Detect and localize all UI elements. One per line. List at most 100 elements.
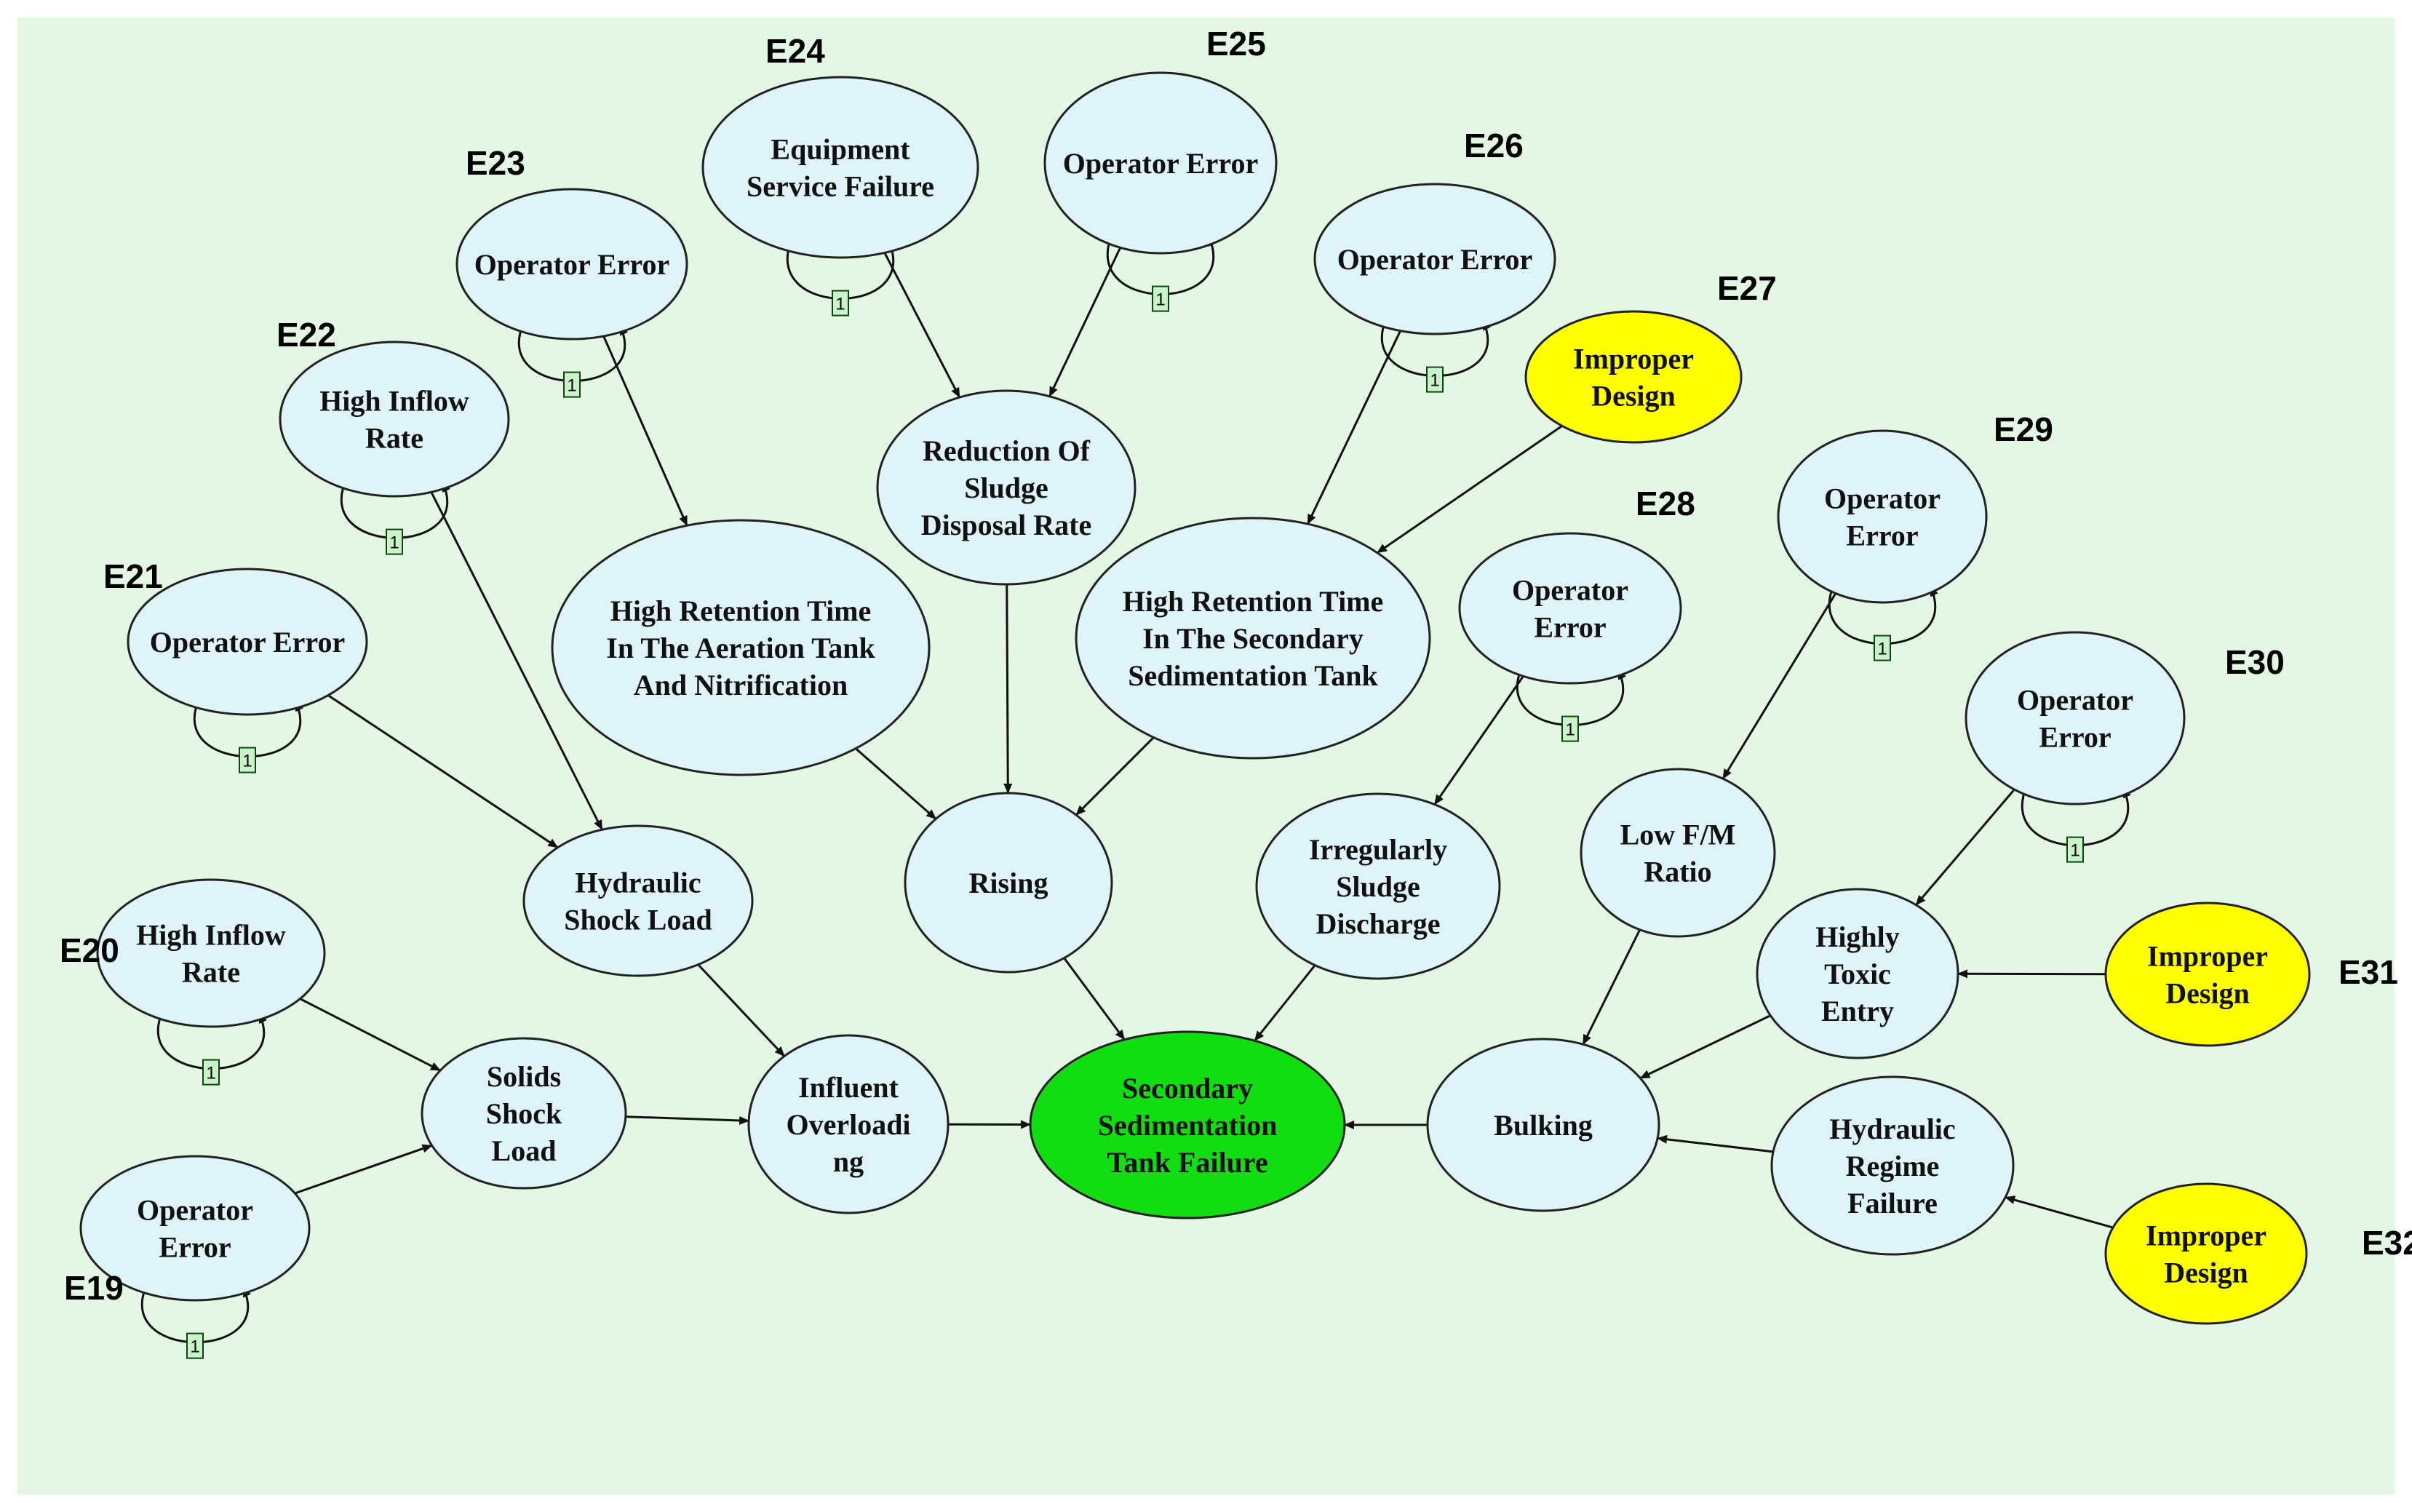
edge-e24-to-sludge_rate: [883, 252, 961, 398]
event-label-e26: E26: [1464, 127, 1524, 164]
event-label-e21: E21: [103, 557, 163, 595]
node-label: Operator Error: [150, 626, 345, 658]
loop-badge: 1: [1561, 715, 1579, 742]
node-label: Bulking: [1494, 1109, 1593, 1142]
svg-text:1: 1: [1565, 720, 1575, 740]
node-e26: Operator Error: [1313, 183, 1556, 335]
node-rising: Rising: [904, 792, 1113, 974]
node-ellipse: [2104, 902, 2311, 1047]
node-label: Operator Error: [1063, 147, 1258, 180]
node-ellipse: [96, 878, 326, 1028]
loop-badge: 1: [186, 1332, 204, 1359]
node-ellipse: [1029, 1030, 1346, 1219]
node-ellipse: [2104, 1182, 2308, 1325]
loop-badge: 1: [239, 747, 256, 773]
event-label-e29: E29: [1994, 410, 2053, 448]
edge-e32-to-regime: [2005, 1195, 2114, 1229]
node-ellipse: [1756, 888, 1959, 1059]
svg-text:1: 1: [1430, 371, 1439, 391]
node-ellipse: [551, 519, 931, 776]
node-ellipse: [747, 1034, 950, 1214]
node-label: Rising: [969, 867, 1048, 899]
node-label: Operator Error: [474, 248, 669, 281]
event-label-e25: E25: [1206, 25, 1266, 63]
edge-e19-to-solids: [294, 1144, 433, 1195]
edge-e23-to-aeration: [602, 335, 688, 527]
loop-badge: 1: [1426, 366, 1444, 393]
node-e25: Operator Error: [1043, 71, 1278, 255]
edge-e21-to-hydraulic: [327, 694, 559, 849]
edge-e27-to-secondary: [1377, 425, 1563, 554]
svg-text:1: 1: [567, 376, 576, 396]
node-bulking: Bulking: [1426, 1038, 1660, 1212]
loop-badge: 1: [563, 371, 581, 398]
edge-e25-to-sludge_rate: [1048, 247, 1122, 397]
event-label-e28: E28: [1636, 485, 1695, 522]
node-ellipse: [1524, 310, 1743, 444]
node-e23: Operator Error: [455, 188, 688, 341]
loop-badge: 1: [202, 1059, 220, 1086]
edge-e29-to-lowfm: [1722, 592, 1837, 780]
node-ellipse: [79, 1155, 311, 1302]
svg-text:1: 1: [2070, 841, 2079, 861]
node-e21: Operator Error: [127, 568, 368, 716]
loop-badge: 1: [1874, 634, 1891, 661]
node-ellipse: [1043, 71, 1278, 255]
svg-text:1: 1: [1877, 640, 1887, 659]
loop-badge: 1: [386, 528, 403, 555]
edge-irregular-to-top: [1254, 964, 1316, 1042]
node-ellipse: [1580, 768, 1776, 938]
node-ellipse: [1965, 631, 2186, 805]
event-label-e19: E19: [64, 1269, 124, 1307]
svg-text:1: 1: [835, 295, 845, 314]
node-ellipse: [522, 824, 754, 977]
loop-badge: 1: [832, 290, 849, 317]
edge-aeration-to-rising: [855, 747, 937, 820]
edge-secondary-to-rising: [1075, 736, 1155, 816]
edges-layer: [294, 247, 2114, 1229]
node-ellipse: [701, 76, 979, 259]
event-label-e23: E23: [466, 144, 525, 182]
svg-text:1: 1: [206, 1064, 215, 1083]
node-ellipse: [421, 1037, 627, 1190]
node-ellipse: [904, 792, 1113, 974]
event-label-e20: E20: [60, 931, 119, 969]
node-ellipse: [876, 389, 1137, 586]
event-label-e24: E24: [765, 32, 825, 70]
event-label-e31: E31: [2339, 953, 2398, 991]
edge-e28-to-irregular: [1433, 675, 1524, 805]
edge-rising-to-top: [1063, 957, 1126, 1041]
